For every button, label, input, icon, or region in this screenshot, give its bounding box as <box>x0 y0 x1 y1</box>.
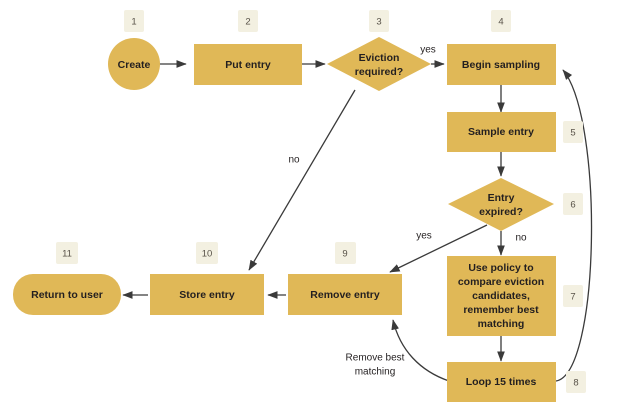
badge-9-box <box>335 242 356 264</box>
node-remove-entry[interactable]: Remove entry <box>288 274 402 315</box>
node-loop-15-times[interactable]: Loop 15 times <box>447 362 556 402</box>
node-put-entry-shape <box>194 44 302 85</box>
edge-loop-15-times-to-remove-entry <box>391 319 450 382</box>
node-put-entry-label: Put entry <box>225 59 271 71</box>
edge-eviction-required-no-to-store-entry <box>248 89 356 271</box>
node-sample-entry-shape <box>447 112 556 152</box>
badge-9: 9 <box>335 242 356 264</box>
node-entry-expired-label-line1: Entry <box>488 192 515 204</box>
badge-4-text: 4 <box>498 17 503 28</box>
badge-6: 6 <box>563 193 583 215</box>
node-entry-expired-shape <box>448 178 554 231</box>
edge-label-yes-expired: yes <box>416 231 432 242</box>
edges-layer <box>122 60 593 382</box>
edge-label-remove-best-matching-line1: Remove best <box>346 353 405 364</box>
edge-label-remove-best-matching-line2: matching <box>355 367 396 378</box>
node-create-shape <box>108 38 160 90</box>
badge-11-box <box>56 242 78 264</box>
node-loop-15-times-shape <box>447 362 556 402</box>
badges-layer: 1 2 3 4 5 6 7 <box>56 10 586 393</box>
badge-8-box <box>566 371 586 393</box>
node-store-entry-shape <box>150 274 264 315</box>
badge-11-text: 11 <box>62 249 72 260</box>
node-entry-expired-label-line2: expired? <box>479 206 523 218</box>
node-remove-entry-shape <box>288 274 402 315</box>
badge-5: 5 <box>563 121 583 143</box>
edge-entry-expired-yes-to-remove-entry <box>389 224 488 273</box>
badge-9-text: 9 <box>342 249 347 260</box>
badge-10: 10 <box>196 242 218 264</box>
node-eviction-required[interactable]: Eviction required? <box>327 37 431 91</box>
badge-7: 7 <box>563 285 583 307</box>
node-store-entry[interactable]: Store entry <box>150 274 264 315</box>
edge-loop-15-times-to-begin-sampling <box>555 69 593 382</box>
badge-10-box <box>196 242 218 264</box>
node-store-entry-label: Store entry <box>179 289 235 301</box>
badge-4: 4 <box>491 10 511 32</box>
node-begin-sampling-shape <box>447 44 556 85</box>
badge-8-text: 8 <box>573 378 578 389</box>
node-begin-sampling[interactable]: Begin sampling <box>447 44 556 85</box>
badge-10-text: 10 <box>202 249 213 260</box>
node-use-policy-shape <box>447 256 556 336</box>
node-use-policy-label-line5: matching <box>478 318 525 330</box>
node-loop-15-times-label: Loop 15 times <box>466 376 537 388</box>
badge-7-text: 7 <box>570 292 575 303</box>
node-use-policy-label-line3: candidates, <box>472 290 530 302</box>
node-sample-entry[interactable]: Sample entry <box>447 112 556 152</box>
badge-6-text: 6 <box>570 200 575 211</box>
node-sample-entry-label: Sample entry <box>468 126 534 138</box>
node-return-to-user-shape <box>13 274 121 315</box>
badge-7-box <box>563 285 583 307</box>
badge-1: 1 <box>124 10 144 32</box>
badge-3: 3 <box>369 10 389 32</box>
node-use-policy-label-line4: remember best <box>463 304 539 316</box>
node-create[interactable]: Create <box>108 38 160 90</box>
edge-labels-layer: yes no yes no Remove best matching <box>288 45 527 378</box>
badge-6-box <box>563 193 583 215</box>
node-use-policy-label-line1: Use policy to <box>468 262 533 274</box>
node-entry-expired[interactable]: Entry expired? <box>448 178 554 231</box>
badge-8: 8 <box>566 371 586 393</box>
node-begin-sampling-label: Begin sampling <box>462 59 540 71</box>
badge-3-box <box>369 10 389 32</box>
edge-label-yes-eviction: yes <box>420 45 436 56</box>
node-create-label: Create <box>118 59 151 71</box>
node-use-policy[interactable]: Use policy to compare eviction candidate… <box>447 256 556 336</box>
badge-5-box <box>563 121 583 143</box>
node-use-policy-label-line2: compare eviction <box>458 276 544 288</box>
node-return-to-user-label: Return to user <box>31 289 103 301</box>
badge-1-text: 1 <box>131 17 136 28</box>
badge-2-box <box>238 10 258 32</box>
badge-2: 2 <box>238 10 258 32</box>
badge-2-text: 2 <box>245 17 250 28</box>
badge-11: 11 <box>56 242 78 264</box>
badge-5-text: 5 <box>570 128 575 139</box>
edge-label-no-eviction: no <box>288 155 300 166</box>
node-eviction-required-label-line2: required? <box>355 66 403 78</box>
node-remove-entry-label: Remove entry <box>310 289 380 301</box>
node-eviction-required-label-line1: Eviction <box>359 52 400 64</box>
node-put-entry[interactable]: Put entry <box>194 44 302 85</box>
node-eviction-required-shape <box>327 37 431 91</box>
badge-3-text: 3 <box>376 17 381 28</box>
badge-1-box <box>124 10 144 32</box>
node-return-to-user[interactable]: Return to user <box>13 274 121 315</box>
badge-4-box <box>491 10 511 32</box>
edge-label-no-expired: no <box>515 233 527 244</box>
